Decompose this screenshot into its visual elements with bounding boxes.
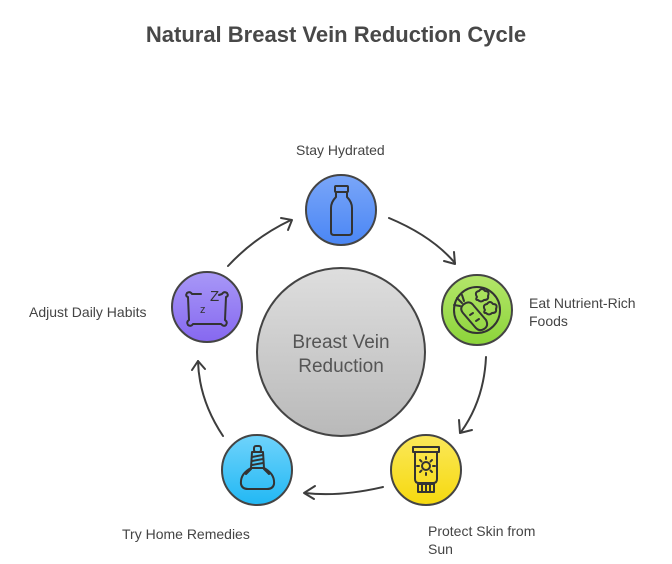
label-line: Protect Skin from bbox=[428, 523, 536, 539]
step-label-stay-hydrated: Stay Hydrated bbox=[296, 142, 385, 158]
center-label-line2: Reduction bbox=[298, 356, 384, 377]
arrow-habits-to-hydrated bbox=[227, 217, 293, 267]
sleep-z-small: z bbox=[200, 304, 206, 316]
label-line: Foods bbox=[529, 313, 568, 329]
label-line: Eat Nutrient-Rich bbox=[529, 295, 636, 311]
center-node: Breast Vein Reduction bbox=[256, 267, 426, 437]
arrow-foods-to-sun bbox=[458, 356, 487, 434]
bottle-icon bbox=[330, 185, 353, 236]
pillow-sleep-icon: Z z bbox=[185, 288, 229, 327]
vegetables-icon bbox=[453, 286, 501, 334]
sleep-z-large: Z bbox=[210, 288, 219, 305]
step-circle bbox=[221, 434, 293, 506]
step-circle bbox=[171, 271, 243, 343]
sunscreen-icon bbox=[412, 446, 440, 493]
label-line: Sun bbox=[428, 541, 453, 557]
step-label-adjust-daily-habits: Adjust Daily Habits bbox=[29, 304, 147, 320]
center-circle bbox=[256, 267, 426, 437]
step-eat-nutrient-rich-foods bbox=[441, 274, 513, 346]
center-label-line1: Breast Vein bbox=[292, 332, 389, 353]
step-adjust-daily-habits: Z z bbox=[171, 271, 243, 343]
step-protect-skin-from-sun bbox=[390, 434, 462, 506]
diagram-title: Natural Breast Vein Reduction Cycle bbox=[145, 22, 527, 47]
arrow-sun-to-remedies bbox=[303, 485, 384, 500]
step-try-home-remedies bbox=[221, 434, 293, 506]
step-circle bbox=[305, 174, 377, 246]
step-label-eat-nutrient-rich-foods: Eat Nutrient-Rich Foods bbox=[529, 294, 636, 330]
step-stay-hydrated bbox=[305, 174, 377, 246]
herbal-compress-icon bbox=[239, 445, 276, 490]
step-label-protect-skin-from-sun: Protect Skin from Sun bbox=[428, 522, 535, 558]
arrow-remedies-to-habits bbox=[191, 360, 224, 437]
arrow-hydrated-to-foods bbox=[388, 217, 456, 265]
step-label-try-home-remedies: Try Home Remedies bbox=[122, 526, 250, 542]
